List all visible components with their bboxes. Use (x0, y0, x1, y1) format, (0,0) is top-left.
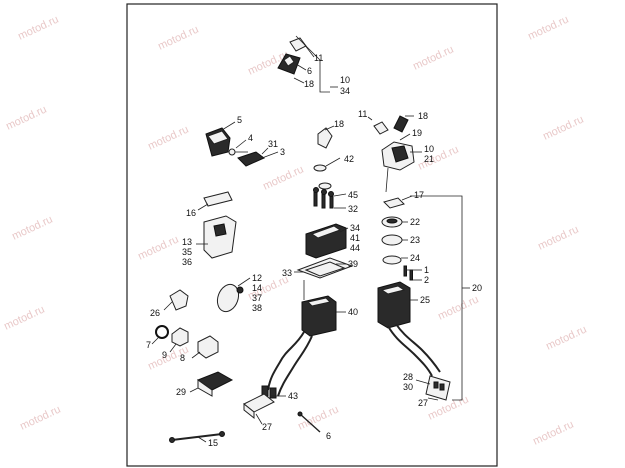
callout-18: 18 (418, 111, 428, 121)
rod-part (169, 431, 225, 443)
callout-7: 7 (146, 340, 151, 350)
watermark: motod.ru (426, 393, 470, 422)
diagram-frame (126, 3, 498, 467)
connector-left (243, 393, 286, 425)
callout-33: 33 (282, 268, 292, 278)
callout-28: 28 (403, 372, 413, 382)
watermark: motod.ru (531, 418, 575, 447)
pin-part (297, 411, 321, 433)
callout-37: 37 (252, 293, 262, 303)
callout-23: 23 (410, 235, 420, 245)
lens-part (216, 277, 251, 313)
watermark: motod.ru (416, 143, 460, 172)
callout-21: 21 (424, 154, 434, 164)
watermark: motod.ru (2, 303, 46, 332)
callout-40: 40 (348, 307, 358, 317)
callout-6: 6 (307, 66, 312, 76)
callout-31: 31 (268, 139, 278, 149)
callout-11: 11 (358, 109, 367, 119)
clip-parts-upper (317, 115, 414, 149)
watermark: motod.ru (541, 113, 585, 142)
callout-43: 43 (288, 391, 298, 401)
right-column-parts (381, 216, 408, 265)
watermark: motod.ru (136, 233, 180, 262)
gasket-plate (294, 257, 354, 279)
bracket-part (383, 197, 405, 209)
callout-34: 34 (340, 86, 350, 96)
oring-and-socket (151, 325, 189, 353)
watermark: motod.ru (16, 13, 60, 42)
knob-part (163, 289, 189, 311)
callout-18: 18 (304, 79, 314, 89)
callout-13: 13 (182, 237, 192, 247)
callout-32: 32 (348, 204, 358, 214)
callout-2: 2 (424, 275, 429, 285)
callout-19: 19 (412, 128, 422, 138)
center-hardware (313, 157, 347, 209)
cap-and-bulb-assembly (205, 121, 279, 167)
watermark: motod.ru (4, 103, 48, 132)
callout-35: 35 (182, 247, 192, 257)
watermark: motod.ru (544, 323, 588, 352)
center-switch-housing (305, 223, 349, 259)
callout-45: 45 (348, 190, 358, 200)
callout-26: 26 (150, 308, 160, 318)
callout-22: 22 (410, 217, 420, 227)
callout-16: 16 (186, 208, 196, 218)
callout-10: 10 (340, 75, 350, 85)
callout-30: 30 (403, 382, 413, 392)
watermark: motod.ru (436, 293, 480, 322)
callout-14: 14 (252, 283, 262, 293)
callout-41: 41 (350, 233, 360, 243)
callout-17: 17 (414, 190, 424, 200)
watermark: motod.ru (536, 223, 580, 252)
watermark: motod.ru (10, 213, 54, 242)
callout-9: 9 (162, 350, 167, 360)
relay-part (191, 335, 219, 359)
watermark: motod.ru (296, 403, 340, 432)
callout-1: 1 (424, 265, 429, 275)
callout-44: 44 (350, 243, 360, 253)
callout-36: 36 (182, 257, 192, 267)
callout-10: 10 (424, 144, 434, 154)
watermark: motod.ru (146, 123, 190, 152)
callout-27: 27 (418, 398, 428, 408)
callout-29: 29 (176, 387, 186, 397)
watermark: motod.ru (261, 163, 305, 192)
main-switch-body (261, 280, 346, 399)
right-switch-body (377, 281, 451, 401)
callout-8: 8 (180, 353, 185, 363)
callout-25: 25 (420, 295, 430, 305)
callout-5: 5 (237, 115, 242, 125)
callout-24: 24 (410, 253, 420, 263)
callout-38: 38 (252, 303, 262, 313)
left-switch-housing (196, 215, 237, 259)
callout-4: 4 (248, 133, 253, 143)
mount-bracket (203, 191, 233, 207)
small-screws (403, 265, 422, 281)
watermark: motod.ru (156, 23, 200, 52)
watermark: motod.ru (18, 403, 62, 432)
callout-20: 20 (472, 283, 482, 293)
watermark: motod.ru (411, 43, 455, 72)
callout-3: 3 (280, 147, 285, 157)
callout-11: 11 (314, 53, 323, 63)
callout-42: 42 (344, 154, 354, 164)
callout-15: 15 (208, 438, 218, 448)
assembly-bracket-20 (410, 195, 463, 401)
switch-housing-right (381, 133, 422, 193)
watermark: motod.ru (526, 13, 570, 42)
callout-18: 18 (334, 119, 344, 129)
callout-6: 6 (326, 431, 331, 441)
connector-assembly-top (277, 35, 330, 93)
callout-34: 34 (350, 223, 360, 233)
callout-39: 39 (348, 259, 358, 269)
callout-27: 27 (262, 422, 272, 432)
connector-block (189, 371, 234, 397)
callout-12: 12 (252, 273, 262, 283)
